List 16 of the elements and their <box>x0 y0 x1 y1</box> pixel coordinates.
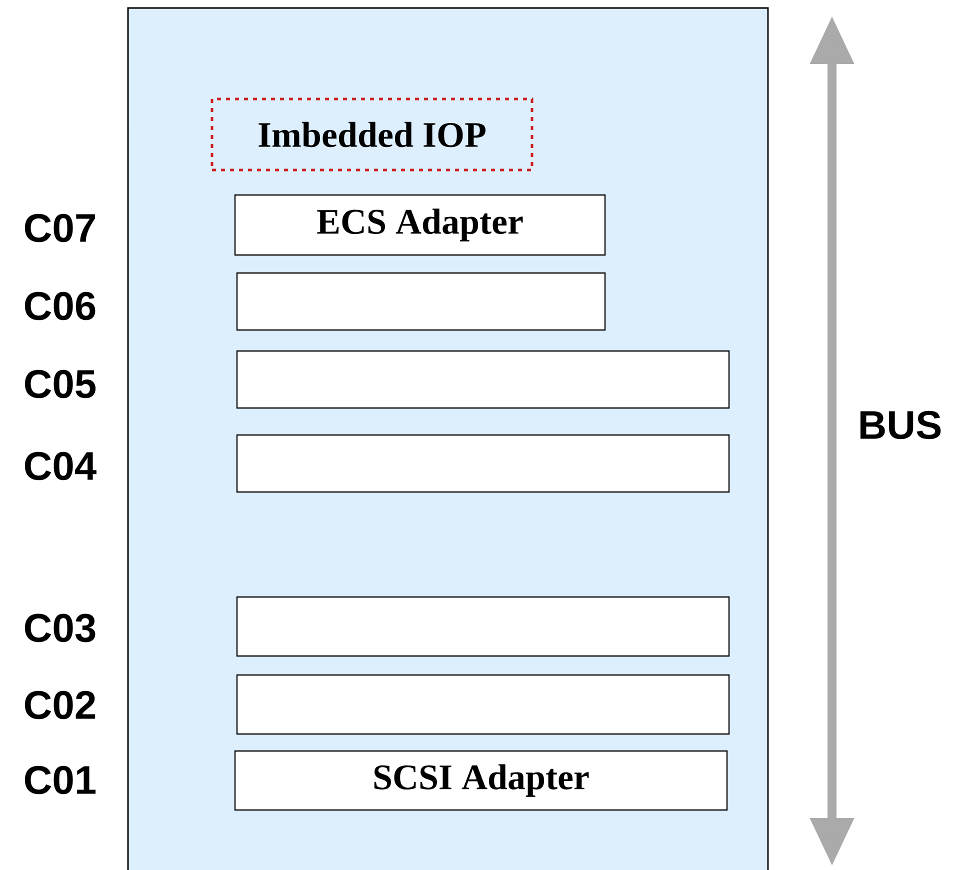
slot-label: C04 <box>24 452 96 480</box>
slot-label: C02 <box>24 690 96 720</box>
bus-label: BUS <box>860 410 941 440</box>
slot-box <box>236 596 730 657</box>
slot-label: C07 <box>24 214 95 242</box>
slot-label: C03 <box>24 614 96 642</box>
slot-box <box>236 674 730 735</box>
slot-label: C05 <box>24 370 96 398</box>
slot-label: C06 <box>24 292 96 320</box>
slot-box <box>236 350 730 409</box>
slot-box: ECS Adapter <box>234 194 606 256</box>
dashed-box: Imbedded IOP <box>210 98 534 172</box>
slot-box <box>236 272 606 331</box>
slot-box <box>236 434 730 493</box>
slot-box: SCSI Adapter <box>234 750 728 811</box>
slot-label: C01 <box>24 766 96 794</box>
